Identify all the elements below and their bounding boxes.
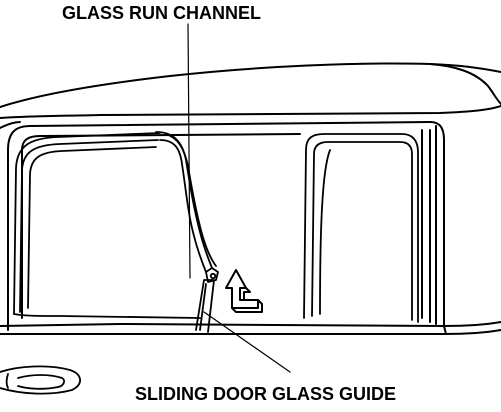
leader-sliding-door-glass-guide bbox=[203, 311, 291, 373]
rear-window-pane bbox=[303, 133, 419, 323]
up-then-right-arrow-icon bbox=[225, 269, 263, 313]
roof-outline bbox=[0, 62, 501, 129]
door-sill bbox=[0, 321, 501, 335]
window-frame bbox=[7, 121, 445, 331]
sliding-door-glass-guide bbox=[195, 279, 215, 333]
door-handle bbox=[0, 365, 81, 395]
leader-lines bbox=[187, 23, 291, 373]
glass-run-channel bbox=[155, 131, 219, 283]
sliding-door-glass-guide-label: SLIDING DOOR GLASS GUIDE bbox=[135, 384, 397, 404]
front-glass-opening bbox=[13, 132, 201, 319]
glass-run-channel-label: GLASS RUN CHANNEL bbox=[62, 3, 262, 23]
leader-glass-run-channel bbox=[187, 23, 191, 279]
